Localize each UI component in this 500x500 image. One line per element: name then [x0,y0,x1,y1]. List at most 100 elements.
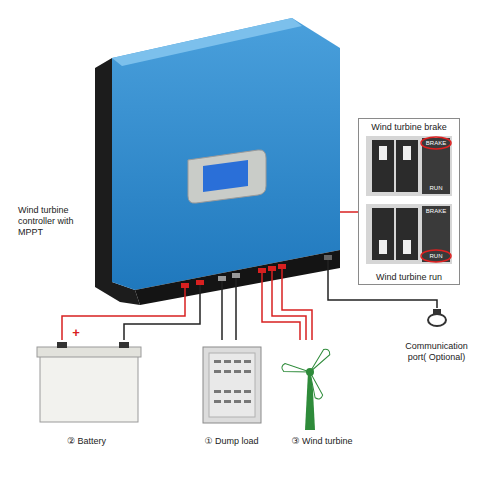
terminal-block [196,280,204,285]
dump-load-illustration [214,400,221,403]
terminal-block [268,266,276,271]
battery-illustration [57,342,67,348]
battery: ② Battery [30,340,145,450]
node-label: ③ Wind turbine [280,436,364,447]
cable-icon [428,309,446,326]
lcd-display [188,150,266,203]
terminal-stub [221,281,223,295]
wire [328,295,437,308]
brake-switch-photo [422,138,450,194]
battery-illustration [37,347,141,357]
terminal-block [181,283,189,288]
run-switch-photo [396,208,418,260]
dump-load-illustration [244,390,251,393]
wire [221,295,223,340]
dump-load-illustration [244,370,251,373]
wire-connector [328,295,437,308]
wind-turbine-illustration [281,348,331,430]
dump-load-illustration [209,353,255,417]
battery-illustration [37,342,141,422]
node-label: Wind turbine brake [361,122,457,133]
dump-load-illustration [203,347,261,423]
switch-label: BRAKE [426,140,446,146]
terminal-block [181,255,332,288]
switch-label: RUN [430,185,443,191]
cable-icon [428,314,446,326]
run-switch-photo [372,208,394,260]
run-switch-photo [366,204,452,264]
battery-illustration [40,354,138,422]
lcd-display [188,150,266,203]
wire [340,211,358,213]
dump-load: ① Dump load [190,340,275,450]
controller-housing [112,18,302,66]
dump-load-illustration [244,400,251,403]
dump-load-illustration [234,400,241,403]
node-label: Wind turbine controller with MPPT [18,205,92,237]
wire-connector [262,295,312,340]
wire [235,295,237,340]
wind-turbine: ③ Wind turbine [278,340,368,450]
wire-connector [62,295,200,340]
brake-switch-photo [396,140,418,192]
run-switch-photo [366,204,452,264]
terminal-stub [184,288,186,295]
terminal-stub [327,260,329,295]
node-label: ② Battery [32,436,141,447]
terminal-stub [199,285,201,295]
wire [124,295,200,340]
terminal-stub [185,260,328,295]
node-sublabel: Wind turbine run [361,272,457,283]
terminal-stub [271,271,273,295]
lcd-display [203,160,248,192]
dump-load-illustration [214,360,221,363]
terminal-block [324,255,332,260]
dump-load-illustration [234,390,241,393]
dump-load-illustration [224,400,231,403]
wire [262,295,300,340]
terminal-block [258,268,266,273]
dump-load-illustration [224,390,231,393]
terminal-block [218,276,226,281]
wind-turbine-illustration [281,363,310,376]
dump-load-illustration [234,370,241,373]
node-label: ① Dump load [192,436,271,447]
wire-connector [222,295,236,340]
brake-switch-photo [372,140,394,192]
controller-unit: Wind turbine controller with MPPT [95,15,340,295]
communication-port: Communication port( Optional) [395,308,480,366]
wire-connector [340,212,358,213]
switch-label: BRAKE [426,208,446,214]
battery-illustration [119,342,129,348]
brake-switch-photo [421,137,451,149]
run-switch-photo [421,250,451,262]
terminal-stub [261,273,263,295]
run-switch-photo [403,240,411,254]
terminal-stub [235,278,237,295]
terminal-stub [281,269,283,295]
dump-load-illustration [214,360,251,403]
brake-switch-photo [366,136,452,196]
brake-switch-photo [366,136,452,196]
dump-load-illustration [244,360,251,363]
controller-housing [112,18,340,290]
dump-load-illustration [224,360,231,363]
controller-housing [135,250,340,305]
dump-load-illustration [214,390,221,393]
wind-turbine-illustration [306,368,314,376]
dump-load-illustration [214,370,221,373]
terminal-block [232,273,240,278]
terminal-block [278,264,286,269]
run-switch-photo [422,206,450,262]
brake-switch-photo [403,146,411,160]
dump-load-illustration [203,347,261,423]
polarity-mark: + [72,326,80,339]
controller-housing [95,18,340,305]
dump-load-illustration [224,370,231,373]
node-label: Communication port( Optional) [397,341,476,363]
dump-load-illustration [234,360,241,363]
switch-label: RUN [430,253,443,259]
